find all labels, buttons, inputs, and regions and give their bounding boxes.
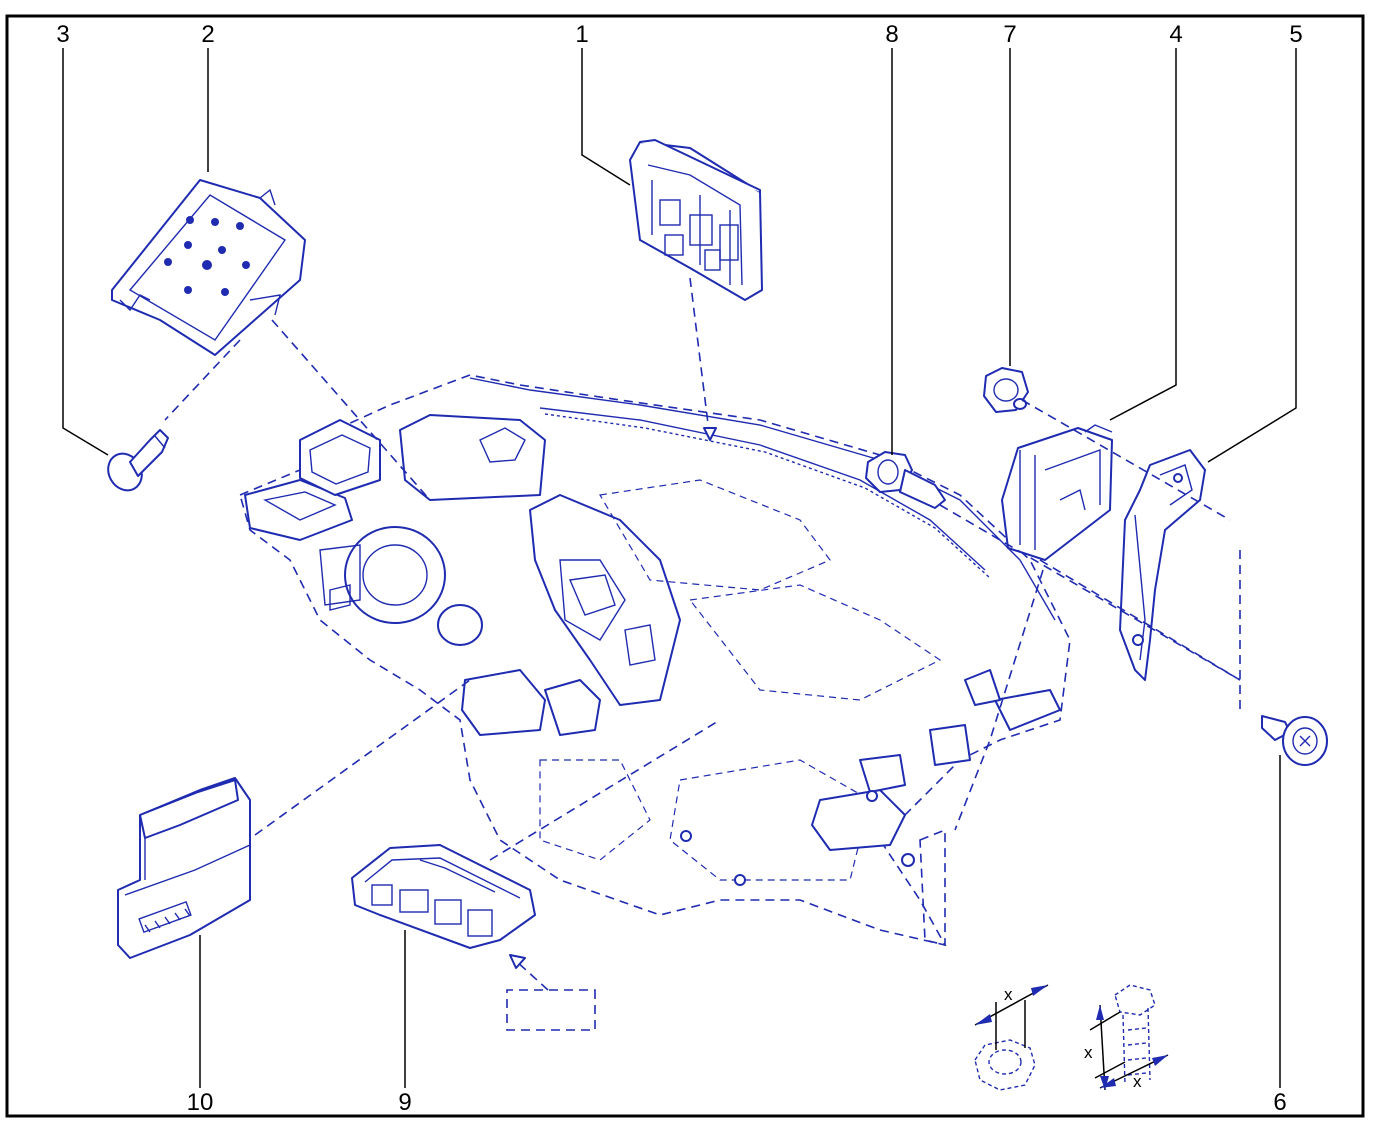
callout-leaders [62,48,1297,1088]
bolt-dimension-icon [1089,984,1169,1091]
callout-1: 1 [575,21,588,48]
part-3-rivet [107,429,169,492]
callout-3: 3 [56,21,69,48]
part-8-bolt [865,451,946,509]
callout-4: 4 [1169,21,1182,48]
callout-8: 8 [885,21,898,48]
dashboard-assembly [239,374,1071,947]
assembly-dashed-lines [164,277,1241,1031]
callout-5: 5 [1289,21,1302,48]
callout-10: 10 [187,1089,214,1116]
part-10-module [117,777,251,959]
part-5-bracket [1119,449,1206,681]
nut-dimension-icon [974,984,1049,1091]
part-2-electronic-unit [111,179,306,356]
part-1-control-module [629,139,763,301]
nut-dimension-label: x [1004,985,1013,1004]
part-4-control-unit [1001,424,1113,561]
callout-7: 7 [1003,21,1016,48]
callout-2: 2 [201,21,214,48]
bolt-bottom-dimension-label: x [1133,1072,1142,1091]
part-9-fuse-box [351,844,536,949]
diagram-frame [5,14,1365,1118]
part-6-rivet [1261,715,1328,766]
bolt-side-dimension-label: x [1084,1043,1093,1062]
callout-6: 6 [1273,1089,1286,1116]
part-7-nut [983,367,1029,413]
callout-9: 9 [398,1089,411,1116]
callout-labels: 1 2 3 4 5 6 7 8 9 10 [56,21,1302,1116]
